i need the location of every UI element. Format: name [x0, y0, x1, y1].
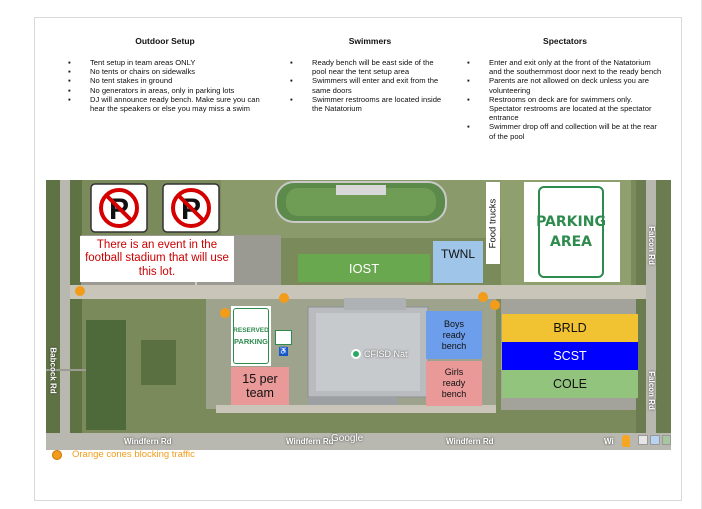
- site-map[interactable]: P P There is an event in the football st…: [46, 180, 671, 450]
- map-thumbnail-button[interactable]: [650, 435, 660, 445]
- list-item: ▪No tent stakes in ground: [68, 76, 173, 86]
- google-logo: Google: [331, 433, 364, 444]
- no-parking-sign-right: P: [162, 183, 220, 233]
- building-label: CFISD Nat: [351, 349, 408, 359]
- swimmers-title: Swimmers: [348, 36, 392, 46]
- legend: Orange cones blocking traffic: [52, 449, 195, 460]
- cone-marker: [220, 308, 230, 318]
- mini-reserved-icon: [275, 330, 292, 345]
- list-item: ▪Swimmers will enter and exit from the s…: [290, 76, 439, 95]
- parking-area-sign: PARKING AREA: [524, 182, 620, 282]
- road-label-falcon-top: Falcon Rd: [646, 225, 656, 265]
- map-pin-icon: [351, 349, 361, 359]
- list-item: ▪Restrooms on deck are for swimmers only…: [467, 94, 652, 123]
- swimmers-column: Swimmers ▪Ready bench will be east side …: [290, 36, 450, 113]
- cone-marker: [478, 292, 488, 302]
- road-label-windfern: Windfern Rd: [446, 437, 494, 446]
- list-item: ▪DJ will announce ready bench. Make sure…: [68, 94, 260, 114]
- road-label-windfern: Wi: [604, 437, 614, 446]
- spectators-column: Spectators ▪Enter and exit only at the f…: [467, 36, 663, 141]
- reserved-parking-sign: RESERVED PARKING: [231, 306, 271, 366]
- list-item: ▪No tents or chairs on sidewalks: [68, 67, 196, 77]
- pegman-icon[interactable]: [622, 435, 630, 447]
- outdoor-setup-column: Outdoor Setup ▪Tent setup in team areas …: [68, 36, 262, 113]
- spectators-title: Spectators: [543, 36, 587, 46]
- list-item: ▪Parents are not allowed on deck unless …: [467, 76, 649, 95]
- zone-per-team[interactable]: 15 per team: [231, 367, 289, 405]
- zone-iost[interactable]: IOST: [298, 254, 430, 282]
- list-item: ▪Enter and exit only at the front of the…: [467, 58, 662, 77]
- cone-marker: [279, 293, 289, 303]
- zone-cole[interactable]: COLE: [502, 370, 638, 398]
- zone-scst[interactable]: SCST: [502, 342, 638, 370]
- zone-brld[interactable]: BRLD: [502, 314, 638, 342]
- swimmers-list: ▪Ready bench will be east side of the po…: [290, 58, 450, 113]
- list-item: ▪Swimmer drop off and collection will be…: [467, 122, 657, 141]
- road-label-windfern: Windfern Rd: [124, 437, 172, 446]
- list-item: ▪No generators in areas, only in parking…: [68, 85, 235, 95]
- list-item: ▪Ready bench will be east side of the po…: [290, 58, 434, 77]
- event-notice-text: There is an event in the football stadiu…: [85, 238, 229, 278]
- list-item: ▪Tent setup in team areas ONLY: [68, 58, 196, 67]
- event-notice: There is an event in the football stadiu…: [80, 236, 234, 282]
- legend-label: Orange cones blocking traffic: [72, 449, 195, 460]
- cone-marker: [75, 286, 85, 296]
- food-trucks-label: Food trucks: [486, 182, 500, 264]
- no-parking-sign-left: P: [90, 183, 148, 233]
- cone-legend-icon: [52, 449, 62, 460]
- spectators-list: ▪Enter and exit only at the front of the…: [467, 58, 663, 141]
- road-label-windfern: Windfern Rd: [286, 437, 334, 446]
- zone-boys-ready-bench[interactable]: Boys ready bench: [426, 311, 482, 359]
- map-thumbnail-button[interactable]: [638, 435, 648, 445]
- road-label-falcon-bottom: Falcon Rd: [646, 370, 656, 410]
- road-label-babcock: Babcock Rd: [48, 346, 58, 394]
- list-item: ▪Swimmer restrooms are located inside th…: [290, 94, 442, 114]
- zone-twnl[interactable]: TWNL: [433, 241, 483, 283]
- outdoor-setup-list: ▪Tent setup in team areas ONLY ▪No tents…: [68, 58, 262, 113]
- map-thumbnail-button[interactable]: [662, 435, 671, 445]
- outdoor-setup-title: Outdoor Setup: [135, 36, 195, 46]
- accessible-parking-icon: ♿: [279, 347, 288, 356]
- cone-marker: [490, 300, 500, 310]
- zone-girls-ready-bench[interactable]: Girls ready bench: [426, 361, 482, 406]
